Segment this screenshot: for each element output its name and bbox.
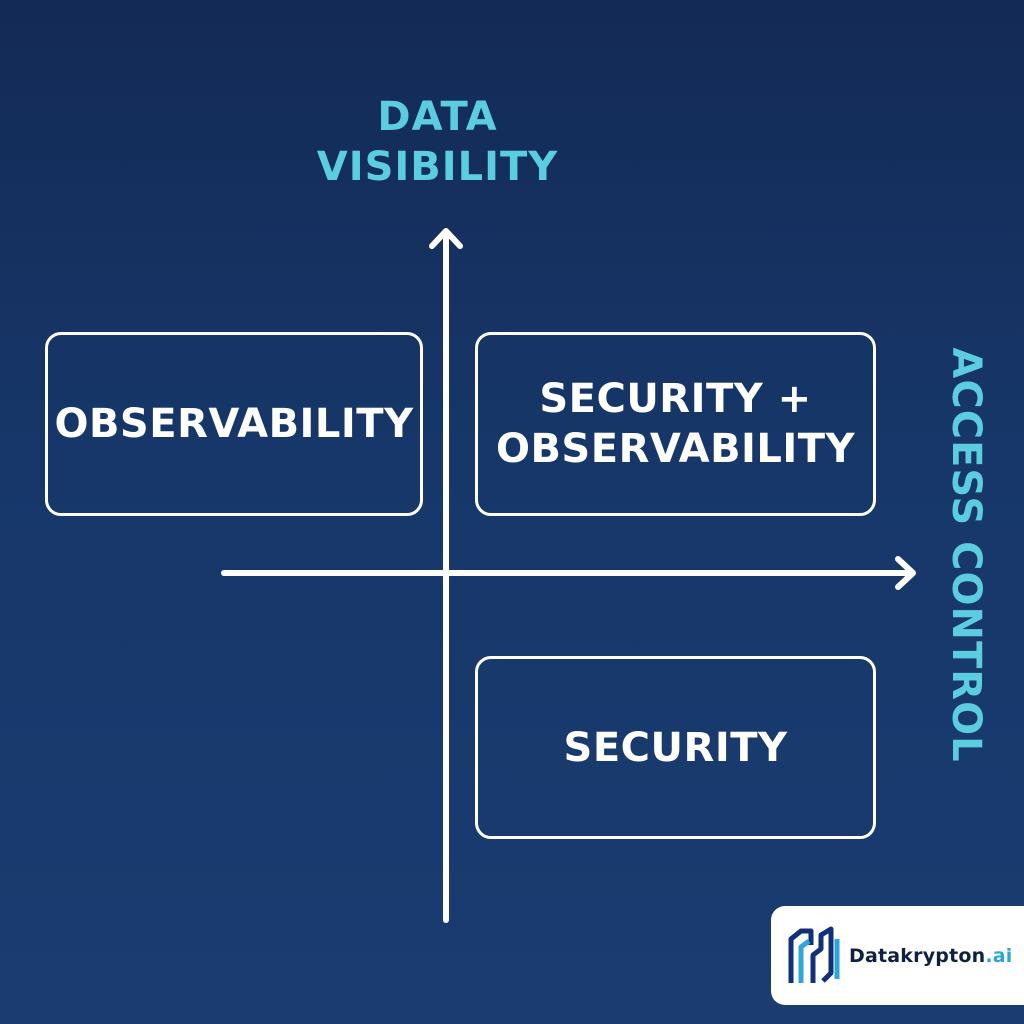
y-axis-title-line2: VISIBILITY [316,144,559,190]
quadrant-security: SECURITY [475,656,876,839]
brand-name: Datakrypton.ai [849,945,1013,967]
quadrant-observability-label: OBSERVABILITY [54,401,414,447]
quadrant-observability: OBSERVABILITY [45,332,423,516]
quadrant-security-observability-line1: SECURITY + [539,376,812,422]
datakrypton-logo-icon [788,926,840,983]
quadrant-security-observability-line2: OBSERVABILITY [495,426,856,472]
y-axis-title: DATA VISIBILITY [300,92,575,192]
quadrant-security-label: SECURITY [563,724,788,771]
brand-name-tld: .ai [985,944,1013,967]
y-axis-title-line1: DATA [377,94,498,140]
brand-name-main: Datakrypton [849,944,986,967]
brand-logo: Datakrypton.ai [771,906,1024,1005]
quadrant-security-observability: SECURITY + OBSERVABILITY [475,332,876,516]
x-axis-arrowhead [895,556,916,590]
y-axis-arrowhead [429,228,463,249]
